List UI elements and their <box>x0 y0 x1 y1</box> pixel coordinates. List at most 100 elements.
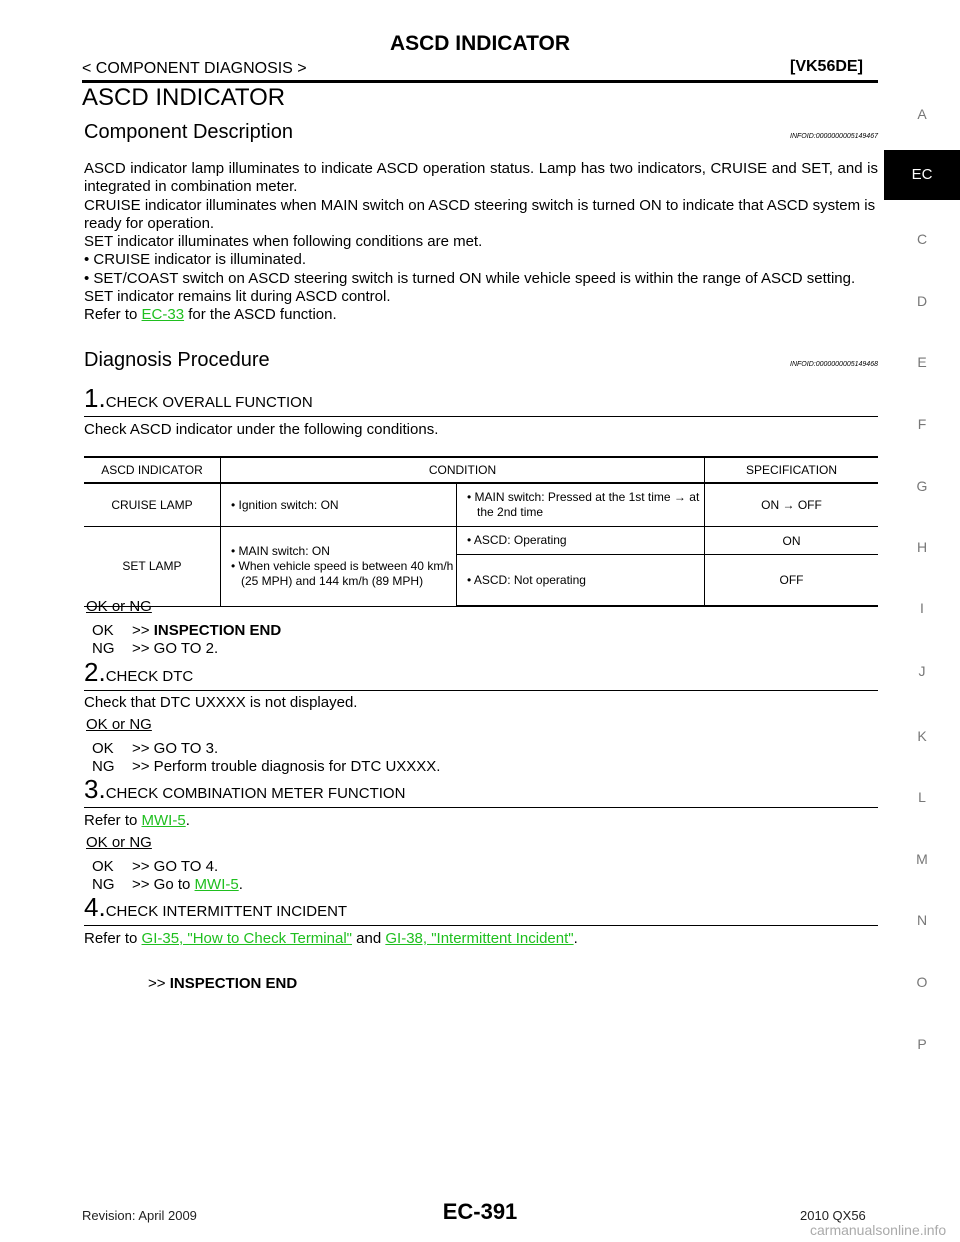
table-cell: ON <box>704 526 878 555</box>
nav-tab-i[interactable]: I <box>920 600 924 616</box>
table-cell: SET LAMP <box>84 526 221 607</box>
footer-page-number: EC-391 <box>442 1199 518 1224</box>
ok-or-ng-label: OK or NG <box>86 834 152 851</box>
table-cell: OFF <box>704 554 878 607</box>
step-2-instruction: Check that DTC UXXXX is not displayed. <box>84 694 358 711</box>
step-2-heading: 2.CHECK DTC <box>84 657 878 688</box>
table-header: ASCD INDICATOR <box>84 456 221 484</box>
mwi-5-link[interactable]: MWI-5 <box>141 812 186 829</box>
ok-key: OK <box>92 740 114 757</box>
table-header: SPECIFICATION <box>704 456 878 484</box>
description-bullet: • SET/COAST switch on ASCD steering swit… <box>84 269 856 287</box>
nav-tab-g[interactable]: G <box>916 478 928 494</box>
description-refer: Refer to EC-33 for the ASCD function. <box>84 306 878 324</box>
table-cell: ON → OFF <box>704 483 878 527</box>
nav-tab-n[interactable]: N <box>916 912 928 928</box>
step-4-result: >> INSPECTION END <box>148 975 297 992</box>
description-line: CRUISE indicator illuminates when MAIN s… <box>84 196 876 232</box>
page-heading: ASCD INDICATOR <box>82 84 286 111</box>
ng-key: NG <box>92 640 115 657</box>
table-row: • ASCD: Not operating OFF <box>84 554 878 607</box>
component-description-infoid: INFOID:0000000005149467 <box>790 133 878 140</box>
ascd-indicator-spec-table: ASCD INDICATOR CONDITION SPECIFICATION C… <box>84 456 878 607</box>
step-title: CHECK DTC <box>105 668 194 685</box>
description-line: ASCD indicator lamp illuminates to indic… <box>84 160 878 196</box>
table-row: SET LAMP • MAIN switch: ON • When vehicl… <box>84 526 878 607</box>
table-cell: • When vehicle speed is between 40 km/h … <box>231 558 454 588</box>
step-3-heading: 3.CHECK COMBINATION METER FUNCTION <box>84 774 878 805</box>
table-header: CONDITION <box>220 456 705 484</box>
description-line: SET indicator illuminates when following… <box>84 233 483 251</box>
step-3-instruction: Refer to MWI-5. <box>84 812 190 829</box>
footer-watermark: carmanualsonline.info <box>810 1222 947 1238</box>
footer-revision: Revision: April 2009 <box>82 1208 197 1223</box>
description-bullet: • CRUISE indicator is illuminated. <box>84 251 306 269</box>
ec-33-link[interactable]: EC-33 <box>141 306 185 324</box>
step-title: CHECK INTERMITTENT INCIDENT <box>105 903 348 920</box>
end-arrow: >> <box>148 975 166 992</box>
step-divider <box>84 690 878 691</box>
ok-result: OK>> INSPECTION END <box>92 622 281 640</box>
nav-tab-m[interactable]: M <box>916 851 928 867</box>
refer-and: and <box>351 930 386 947</box>
nav-tab-l[interactable]: L <box>918 789 926 805</box>
ok-result: OK >> GO TO 4. <box>92 858 243 876</box>
ok-text: >> GO TO 3. <box>132 740 219 757</box>
nav-tab-p[interactable]: P <box>917 1036 927 1052</box>
refer-suffix: . <box>185 812 190 829</box>
step-1-heading: 1.CHECK OVERALL FUNCTION <box>84 383 878 414</box>
ng-result: NG>> Go to MWI-5. <box>92 876 243 894</box>
component-description-heading: Component Description <box>84 121 293 143</box>
gi-38-link[interactable]: GI-38, "Intermittent Incident" <box>385 930 574 947</box>
step-title: CHECK COMBINATION METER FUNCTION <box>105 785 406 802</box>
nav-tab-d[interactable]: D <box>916 293 928 309</box>
refer-prefix: Refer to <box>84 812 142 829</box>
inspection-end-label: INSPECTION END <box>153 622 282 639</box>
nav-tab-k[interactable]: K <box>917 728 927 744</box>
step-2-results: OK >> GO TO 3. NG>> Perform trouble diagn… <box>92 740 440 776</box>
refer-suffix: for the ASCD function. <box>184 306 337 324</box>
ok-key: OK <box>92 858 114 875</box>
step-title: CHECK OVERALL FUNCTION <box>105 394 313 411</box>
nav-tab-e[interactable]: E <box>917 354 927 370</box>
ok-text: >> GO TO 4. <box>132 858 219 875</box>
step-1-results: OK>> INSPECTION END NG>> GO TO 2. <box>92 622 281 658</box>
refer-prefix: Refer to <box>84 306 142 324</box>
nav-tab-ec[interactable]: EC <box>884 150 960 200</box>
nav-tab-a[interactable]: A <box>917 106 927 122</box>
step-number: 1. <box>84 383 106 413</box>
ng-suffix: . <box>238 876 243 893</box>
nav-tab-o[interactable]: O <box>916 974 928 990</box>
component-description-body: ASCD indicator lamp illuminates to indic… <box>84 160 878 325</box>
ng-key: NG <box>92 876 115 893</box>
ng-key: NG <box>92 758 115 775</box>
nav-tab-j[interactable]: J <box>918 663 926 679</box>
step-number: 3. <box>84 774 106 804</box>
footer-model: 2010 QX56 <box>800 1208 866 1223</box>
table-cell: • Ignition switch: ON <box>231 497 339 512</box>
nav-tab-c[interactable]: C <box>916 231 928 247</box>
page-header-title: ASCD INDICATOR <box>389 32 571 55</box>
inspection-end-label: INSPECTION END <box>169 975 298 992</box>
step-1-instruction: Check ASCD indicator under the following… <box>84 421 439 438</box>
diagnosis-procedure-infoid: INFOID:0000000005149468 <box>790 361 878 368</box>
gi-35-link[interactable]: GI-35, "How to Check Terminal" <box>141 930 352 947</box>
ng-result: NG>> Perform trouble diagnosis for DTC U… <box>92 758 440 776</box>
refer-prefix: Refer to <box>84 930 142 947</box>
step-divider <box>84 925 878 926</box>
nav-tab-h[interactable]: H <box>916 539 928 555</box>
table-row: CRUISE LAMP • Ignition switch: ON • MAIN… <box>84 483 878 527</box>
step-divider <box>84 416 878 417</box>
description-line: SET indicator remains lit during ASCD co… <box>84 288 391 306</box>
table-cell: • ASCD: Operating <box>467 533 567 547</box>
step-4-heading: 4.CHECK INTERMITTENT INCIDENT <box>84 892 878 923</box>
model-code: [VK56DE] <box>790 58 863 75</box>
table-cell: • MAIN switch: ON <box>231 543 330 558</box>
header-divider <box>82 80 878 83</box>
nav-tab-f[interactable]: F <box>917 416 927 432</box>
ok-key: OK <box>92 622 114 639</box>
table-cell: • ASCD: Not operating <box>467 572 586 587</box>
ok-or-ng-label: OK or NG <box>86 716 152 733</box>
mwi-5-link[interactable]: MWI-5 <box>194 876 239 893</box>
refer-suffix: . <box>573 930 578 947</box>
